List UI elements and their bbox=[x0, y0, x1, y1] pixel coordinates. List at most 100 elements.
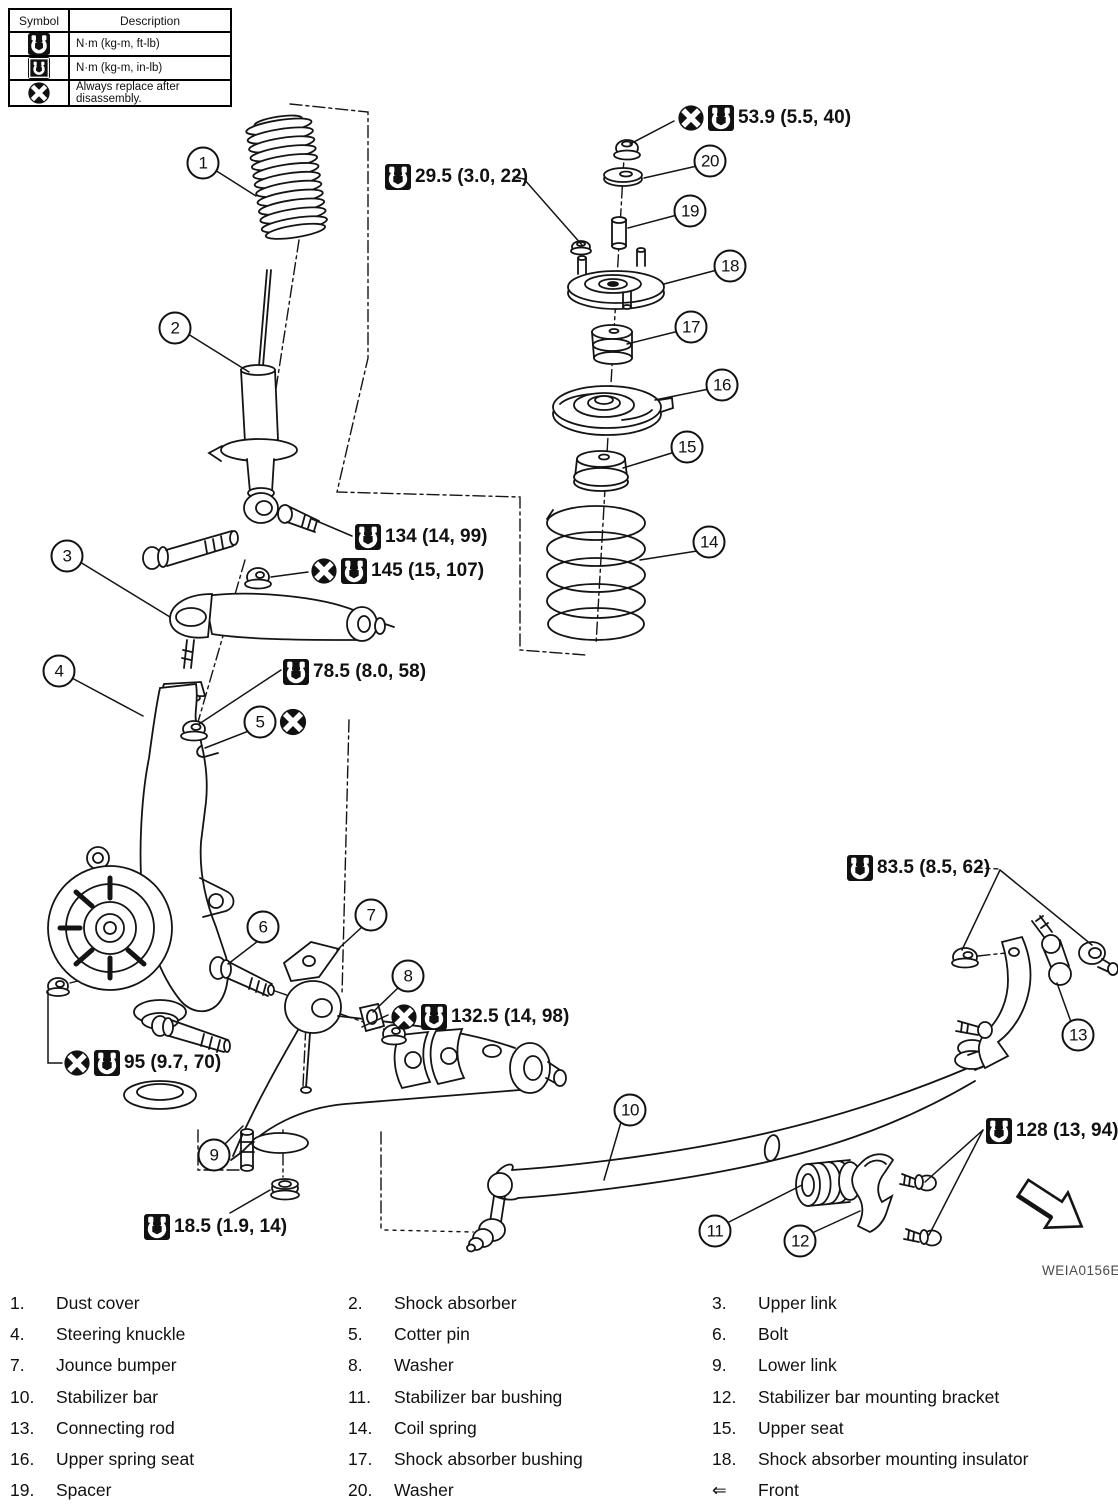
parts-list-item: 3. Upper link bbox=[712, 1288, 1114, 1319]
part-number: 4. bbox=[10, 1324, 25, 1345]
torque-wrench-icon bbox=[421, 1004, 447, 1030]
callout-18: 18 bbox=[713, 249, 747, 283]
torque-wrench-icon bbox=[94, 1050, 120, 1076]
callout-number: 1 bbox=[186, 146, 220, 180]
mount-stack bbox=[546, 139, 674, 641]
callout-number: 15 bbox=[670, 430, 704, 464]
replace-icon bbox=[279, 708, 307, 736]
replace-icon bbox=[678, 105, 704, 131]
torque-label: 53.9 (5.5, 40) bbox=[678, 105, 851, 131]
callout-number: 19 bbox=[673, 194, 707, 228]
parts-list-item: 7. Jounce bumper bbox=[10, 1350, 348, 1381]
part-label: Stabilizer bar mounting bracket bbox=[758, 1386, 1000, 1407]
callout-1: 1 bbox=[186, 146, 220, 180]
callout-number: 3 bbox=[50, 539, 84, 573]
torque-wrench-icon bbox=[708, 105, 734, 131]
parts-list-item: 11. Stabilizer bar bushing bbox=[348, 1382, 712, 1413]
parts-list-item: 5. Cotter pin bbox=[348, 1319, 712, 1350]
front-arrow bbox=[1015, 1178, 1084, 1230]
parts-list-item: 4. Steering knuckle bbox=[10, 1319, 348, 1350]
parts-list-item: 14. Coil spring bbox=[348, 1413, 712, 1444]
upper-link bbox=[142, 530, 395, 669]
part-label: Spacer bbox=[56, 1480, 112, 1501]
torque-value: 53.9 (5.5, 40) bbox=[738, 107, 852, 128]
torque-label: 29.5 (3.0, 22) bbox=[385, 164, 528, 190]
torque-wrench-icon bbox=[341, 558, 367, 584]
part-label: Lower link bbox=[758, 1355, 837, 1376]
steering-knuckle bbox=[47, 681, 235, 1030]
part-label: Bolt bbox=[758, 1324, 789, 1345]
torque-wrench-icon bbox=[385, 164, 411, 190]
part-number: ⇐ bbox=[712, 1480, 727, 1501]
lower-link bbox=[46, 941, 567, 1201]
torque-value: 83.5 (8.5, 62) bbox=[877, 857, 991, 878]
parts-list-item: 12. Stabilizer bar mounting bracket bbox=[712, 1382, 1114, 1413]
suspension-diagram bbox=[46, 103, 1118, 1253]
part-label: Shock absorber bbox=[394, 1293, 517, 1314]
callout-8: 8 bbox=[391, 959, 425, 993]
replace-icon bbox=[391, 1004, 417, 1030]
torque-label: 78.5 (8.0, 58) bbox=[283, 659, 426, 685]
part-number: 10. bbox=[10, 1386, 35, 1407]
callout-15: 15 bbox=[670, 430, 704, 464]
replace-icon bbox=[28, 82, 50, 104]
part-number: 3. bbox=[712, 1293, 727, 1314]
callout-number: 18 bbox=[713, 249, 747, 283]
callout-16: 16 bbox=[705, 368, 739, 402]
callout-number: 5 bbox=[243, 705, 277, 739]
legend-row-description: N·m (kg-m, in-lb) bbox=[68, 55, 232, 81]
replace-icon bbox=[64, 1050, 90, 1076]
part-label: Upper spring seat bbox=[56, 1449, 195, 1470]
part-number: 12. bbox=[712, 1386, 737, 1407]
dust-cover bbox=[245, 114, 328, 240]
stabilizer-bar bbox=[466, 915, 1118, 1253]
part-label: Stabilizer bar bushing bbox=[394, 1386, 563, 1407]
torque-value: 128 (13, 94) bbox=[1016, 1120, 1118, 1141]
torque-label: 132.5 (14, 98) bbox=[391, 1004, 569, 1030]
part-number: 18. bbox=[712, 1449, 737, 1470]
legend-row: Always replace after disassembly. bbox=[8, 79, 232, 107]
part-number: 17. bbox=[348, 1449, 373, 1470]
callout-7: 7 bbox=[354, 898, 388, 932]
torque-label: 134 (14, 99) bbox=[355, 524, 487, 550]
callout-6: 6 bbox=[246, 910, 280, 944]
part-label: Upper link bbox=[758, 1293, 837, 1314]
part-number: 6. bbox=[712, 1324, 727, 1345]
part-label: Cotter pin bbox=[394, 1324, 470, 1345]
part-label: Upper seat bbox=[758, 1417, 844, 1438]
parts-list-item: 8. Washer bbox=[348, 1350, 712, 1381]
legend-row-description: N·m (kg-m, ft-lb) bbox=[68, 31, 232, 57]
part-label: Stabilizer bar bbox=[56, 1386, 159, 1407]
parts-list-item: 20. Washer bbox=[348, 1475, 712, 1506]
torque-label: 128 (13, 94) bbox=[986, 1118, 1118, 1144]
part-label: Front bbox=[758, 1480, 799, 1501]
part-number: 14. bbox=[348, 1417, 373, 1438]
torque-value: 29.5 (3.0, 22) bbox=[415, 166, 529, 187]
part-label: Dust cover bbox=[56, 1293, 140, 1314]
parts-list-item: 19. Spacer bbox=[10, 1475, 348, 1506]
torque-wrench-icon bbox=[986, 1118, 1012, 1144]
part-number: 16. bbox=[10, 1449, 35, 1470]
part-number: 15. bbox=[712, 1417, 737, 1438]
torque-value: 18.5 (1.9, 14) bbox=[174, 1216, 288, 1237]
torque-value: 134 (14, 99) bbox=[385, 526, 488, 547]
callout-number: 16 bbox=[705, 368, 739, 402]
callout-number: 10 bbox=[613, 1093, 647, 1127]
parts-list-item: 15. Upper seat bbox=[712, 1413, 1114, 1444]
callout-19: 19 bbox=[673, 194, 707, 228]
callout-number: 17 bbox=[674, 310, 708, 344]
parts-list: 1. Dust cover 2. Shock absorber 3. Upper… bbox=[10, 1288, 1114, 1506]
parts-list-item: 13. Connecting rod bbox=[10, 1413, 348, 1444]
callout-number: 4 bbox=[42, 654, 76, 688]
part-number: 11. bbox=[348, 1386, 372, 1407]
callout-number: 14 bbox=[692, 525, 726, 559]
callout-number: 11 bbox=[698, 1214, 732, 1248]
torque-wrench-icon bbox=[355, 524, 381, 550]
callout-number: 2 bbox=[158, 311, 192, 345]
torque-label: 83.5 (8.5, 62) bbox=[847, 855, 990, 881]
replace-icon bbox=[311, 558, 337, 584]
torque-inlb-icon bbox=[28, 57, 50, 79]
part-number: 8. bbox=[348, 1355, 363, 1376]
parts-list-item: 18. Shock absorber mounting insulator bbox=[712, 1444, 1114, 1475]
